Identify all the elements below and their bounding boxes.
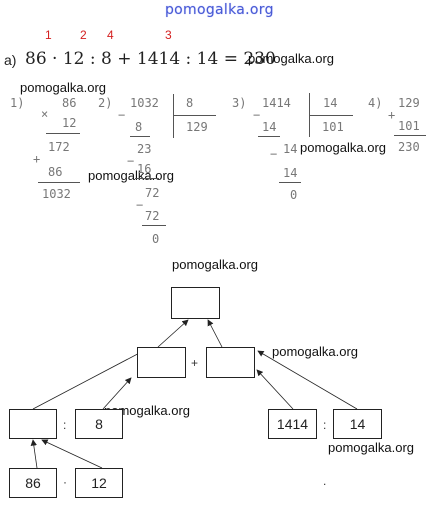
watermark: pomogalka.org (20, 80, 106, 95)
header-watermark: pomogalka.org (165, 2, 274, 18)
arrow (207, 319, 223, 348)
mult-rule (46, 133, 80, 134)
div2-remainder: 0 (290, 188, 298, 202)
div1-rule (142, 225, 166, 226)
mult-rule (38, 182, 80, 183)
arrow (30, 439, 38, 469)
mult-result: 1032 (42, 187, 71, 201)
div2-divisor: 14 (323, 96, 338, 110)
div1-step: 16 (137, 162, 152, 176)
step-marker-3: 3 (165, 28, 172, 42)
mul-operator: · (63, 475, 67, 489)
tree-box-8: 8 (75, 409, 123, 439)
div1-rule (130, 136, 150, 137)
mult-line: 12 (62, 116, 77, 130)
div1-step: 72 (145, 209, 160, 223)
arrow (102, 377, 132, 410)
mult-line: 86 (48, 165, 63, 179)
div1-dividend: 1032 (130, 96, 159, 110)
multiply-sign: × (41, 107, 49, 121)
watermark: pomogalka.org (248, 51, 334, 66)
step-marker-4: 4 (107, 28, 114, 42)
add-result: 230 (398, 140, 420, 154)
minus-sign: − (253, 108, 261, 122)
minus-sign: − (118, 108, 126, 122)
add-sign: + (388, 108, 396, 122)
div-operator-left: : (63, 418, 67, 432)
div1-step: 72 (145, 186, 160, 200)
calc-label-1: 1) (10, 96, 25, 110)
arrow (32, 348, 148, 410)
step-marker-2: 2 (80, 28, 87, 42)
arrow (256, 369, 294, 410)
equation-prefix: а) (4, 52, 17, 68)
plus-operator: + (191, 356, 199, 370)
calc-label-4: 4) (368, 96, 383, 110)
watermark: pomogalka.org (104, 403, 190, 418)
tree-box-14: 14 (333, 409, 382, 439)
tree-box-12: 12 (75, 468, 123, 498)
div2-rule (279, 182, 301, 183)
watermark: pomogalka.org (272, 344, 358, 359)
calc-label-3: 3) (232, 96, 247, 110)
div2-step: 14 (262, 120, 277, 134)
tree-sum-left-box (137, 347, 186, 378)
minus-sign: − (136, 198, 144, 212)
div2-quotient: 101 (322, 120, 344, 134)
div1-rule (135, 178, 159, 179)
div2-dividend: 1414 (262, 96, 291, 110)
calc-label-2: 2) (98, 96, 113, 110)
tree-quotient-box (9, 409, 57, 439)
div1-quotient: 129 (186, 120, 208, 134)
tree-box-86: 86 (9, 468, 57, 498)
step-marker-1: 1 (45, 28, 52, 42)
watermark: pomogalka.org (88, 168, 174, 183)
div1-bar-vertical (173, 94, 174, 138)
stray-dot: . (323, 474, 327, 488)
tree-box-1414: 1414 (268, 409, 317, 439)
div1-step: 23 (137, 142, 152, 156)
div2-rule (258, 136, 280, 137)
div2-step: 14 (283, 166, 298, 180)
div2-bar-horizontal (309, 115, 353, 116)
div1-bar-horizontal (173, 115, 216, 116)
add-line: 101 (398, 119, 420, 133)
minus-sign: − (127, 154, 135, 168)
tree-sum-right-box (206, 347, 255, 378)
watermark: pomogalka.org (328, 440, 414, 455)
div2-step: 14 (283, 142, 298, 156)
mult-line: 172 (48, 140, 70, 154)
div-operator-right: : (323, 418, 327, 432)
equation: 86 · 12 : 8 + 1414 : 14 = 230 (25, 49, 276, 69)
add-rule (394, 135, 426, 136)
mult-line: 86 (62, 96, 77, 110)
watermark: pomogalka.org (300, 140, 386, 155)
div1-step: 8 (135, 120, 143, 134)
tree-root-box (171, 287, 220, 319)
arrow (157, 319, 189, 348)
arrow (41, 439, 103, 469)
arrow (257, 350, 358, 410)
div1-divisor: 8 (186, 96, 194, 110)
add-line: 129 (398, 96, 420, 110)
add-sign: + (33, 152, 41, 166)
minus-sign: − (270, 147, 278, 161)
watermark: pomogalka.org (172, 257, 258, 272)
div1-remainder: 0 (152, 232, 160, 246)
